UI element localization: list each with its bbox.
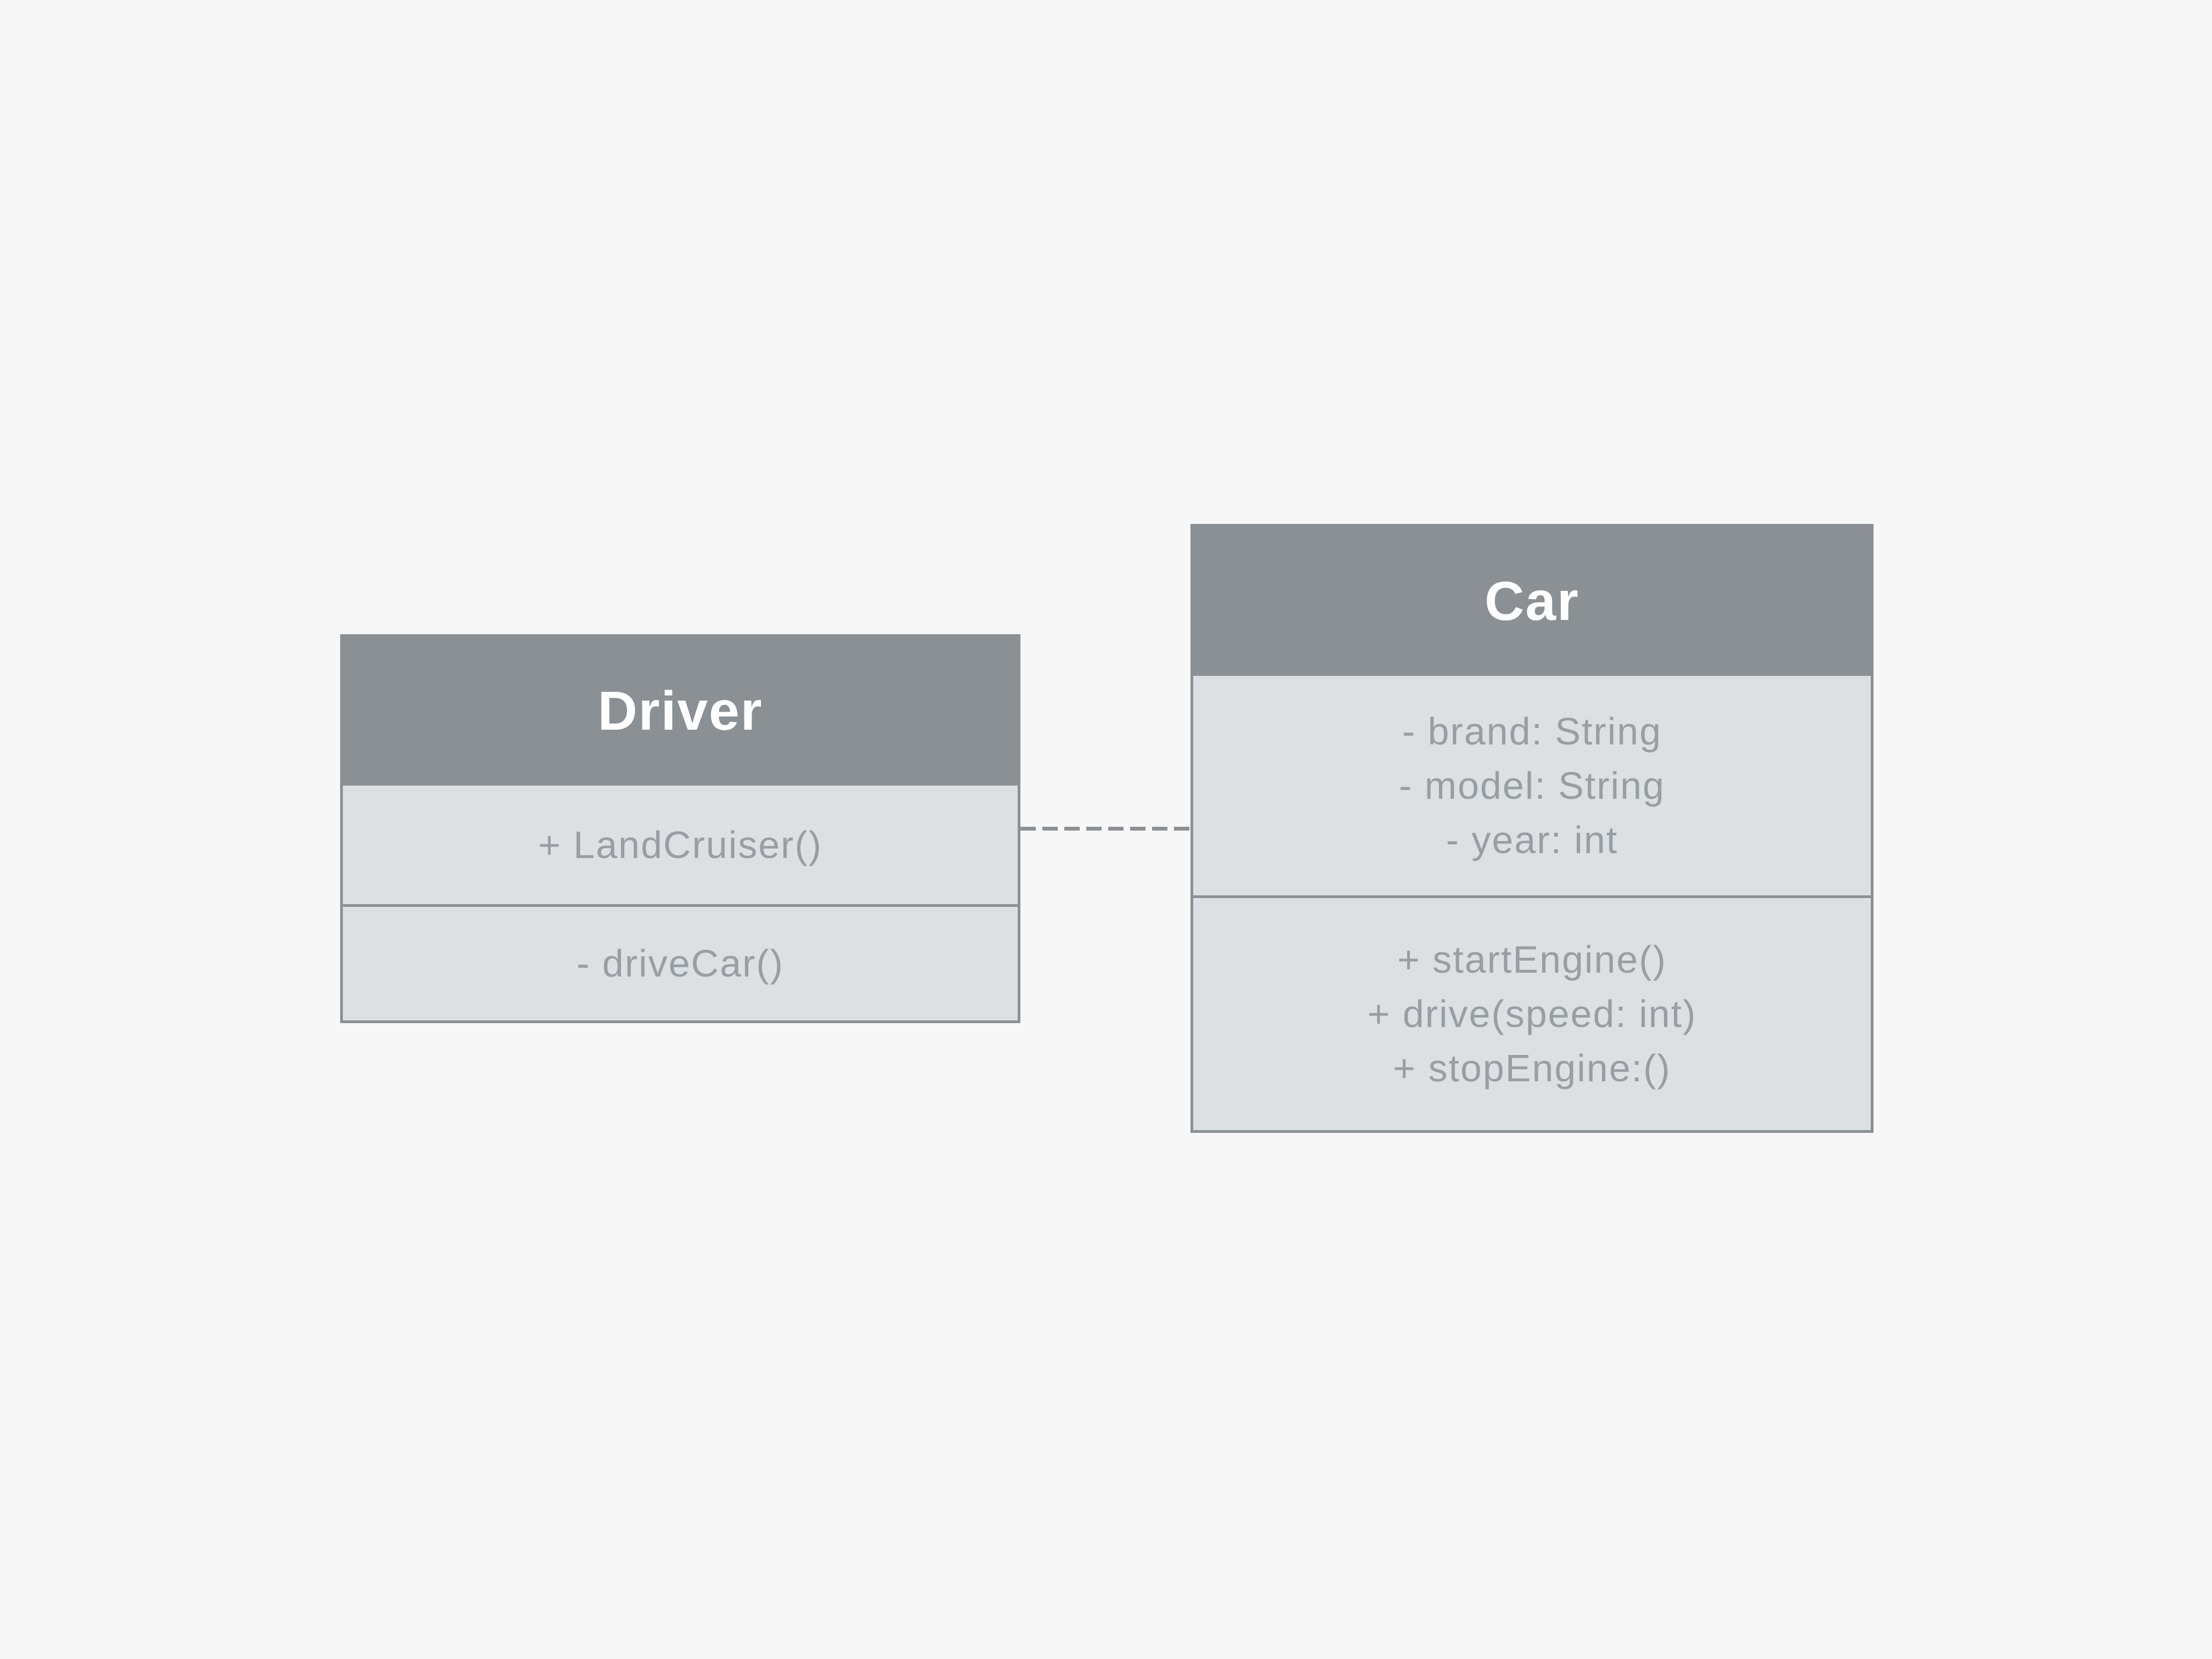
car-section-methods: + startEngine() + drive(speed: int) + st…: [1193, 895, 1871, 1130]
member-landcruiser: + LandCruiser(): [538, 823, 823, 866]
driver-section-operations-private: - driveCar(): [343, 904, 1018, 1020]
driver-section-operations-public: + LandCruiser(): [343, 786, 1018, 904]
attribute-brand: - brand: String: [1402, 709, 1662, 753]
attribute-year: - year: int: [1446, 818, 1618, 861]
class-name-driver: Driver: [597, 680, 763, 742]
method-startengine: + startEngine(): [1397, 938, 1667, 981]
class-name-car: Car: [1485, 570, 1579, 632]
class-box-car[interactable]: Car - brand: String - model: String - ye…: [1190, 524, 1874, 1133]
method-stopengine: + stopEngine:(): [1393, 1047, 1671, 1090]
class-header-driver: Driver: [343, 637, 1018, 786]
car-section-attributes: - brand: String - model: String - year: …: [1193, 676, 1871, 895]
member-drivecar: - driveCar(): [577, 942, 784, 985]
class-header-car: Car: [1193, 527, 1871, 676]
association-connector-dashed[interactable]: [1020, 827, 1190, 831]
method-drive: + drive(speed: int): [1367, 992, 1697, 1035]
attribute-model: - model: String: [1398, 764, 1666, 807]
class-box-driver[interactable]: Driver + LandCruiser() - driveCar(): [340, 634, 1020, 1023]
